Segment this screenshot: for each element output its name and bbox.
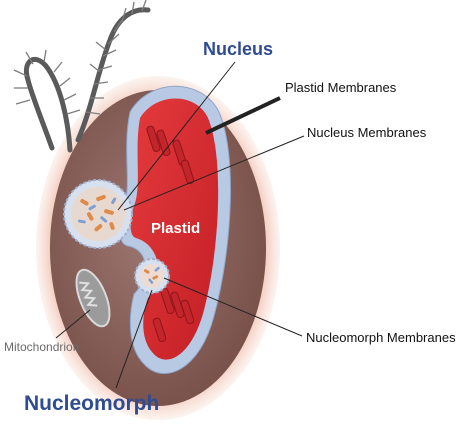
plastid-membranes-label: Plastid Membranes (285, 80, 397, 95)
plastid-membranes-leader (205, 96, 281, 135)
nucleomorph-label: Nucleomorph (24, 392, 160, 415)
thylakoid-stack-icon (146, 125, 195, 343)
nucleus-membranes-leader (123, 135, 305, 211)
nucleomorph-icon (134, 258, 170, 294)
nucleomorph-leader (115, 289, 153, 389)
flagellum-hairs (13, 0, 147, 115)
mitochondrion-icon (75, 268, 111, 328)
nucleus-leader (117, 61, 236, 211)
mitochondrion-leader (55, 309, 91, 339)
nucleus-label: Nucleus (203, 39, 274, 59)
leader-lines (55, 61, 305, 389)
nucleus-icon (63, 179, 133, 249)
plastid-stroma (130, 98, 219, 360)
nucleomorph-membranes-label: Nucleomorph Membranes (306, 330, 456, 345)
plastid (118, 85, 231, 374)
nucleus-membranes-label: Nucleus Membranes (307, 125, 427, 140)
nucleomorph-membranes-leader (163, 277, 303, 337)
plastid-label: Plastid (151, 220, 201, 237)
mitochondrion-label: Mitochondrion (4, 340, 80, 354)
